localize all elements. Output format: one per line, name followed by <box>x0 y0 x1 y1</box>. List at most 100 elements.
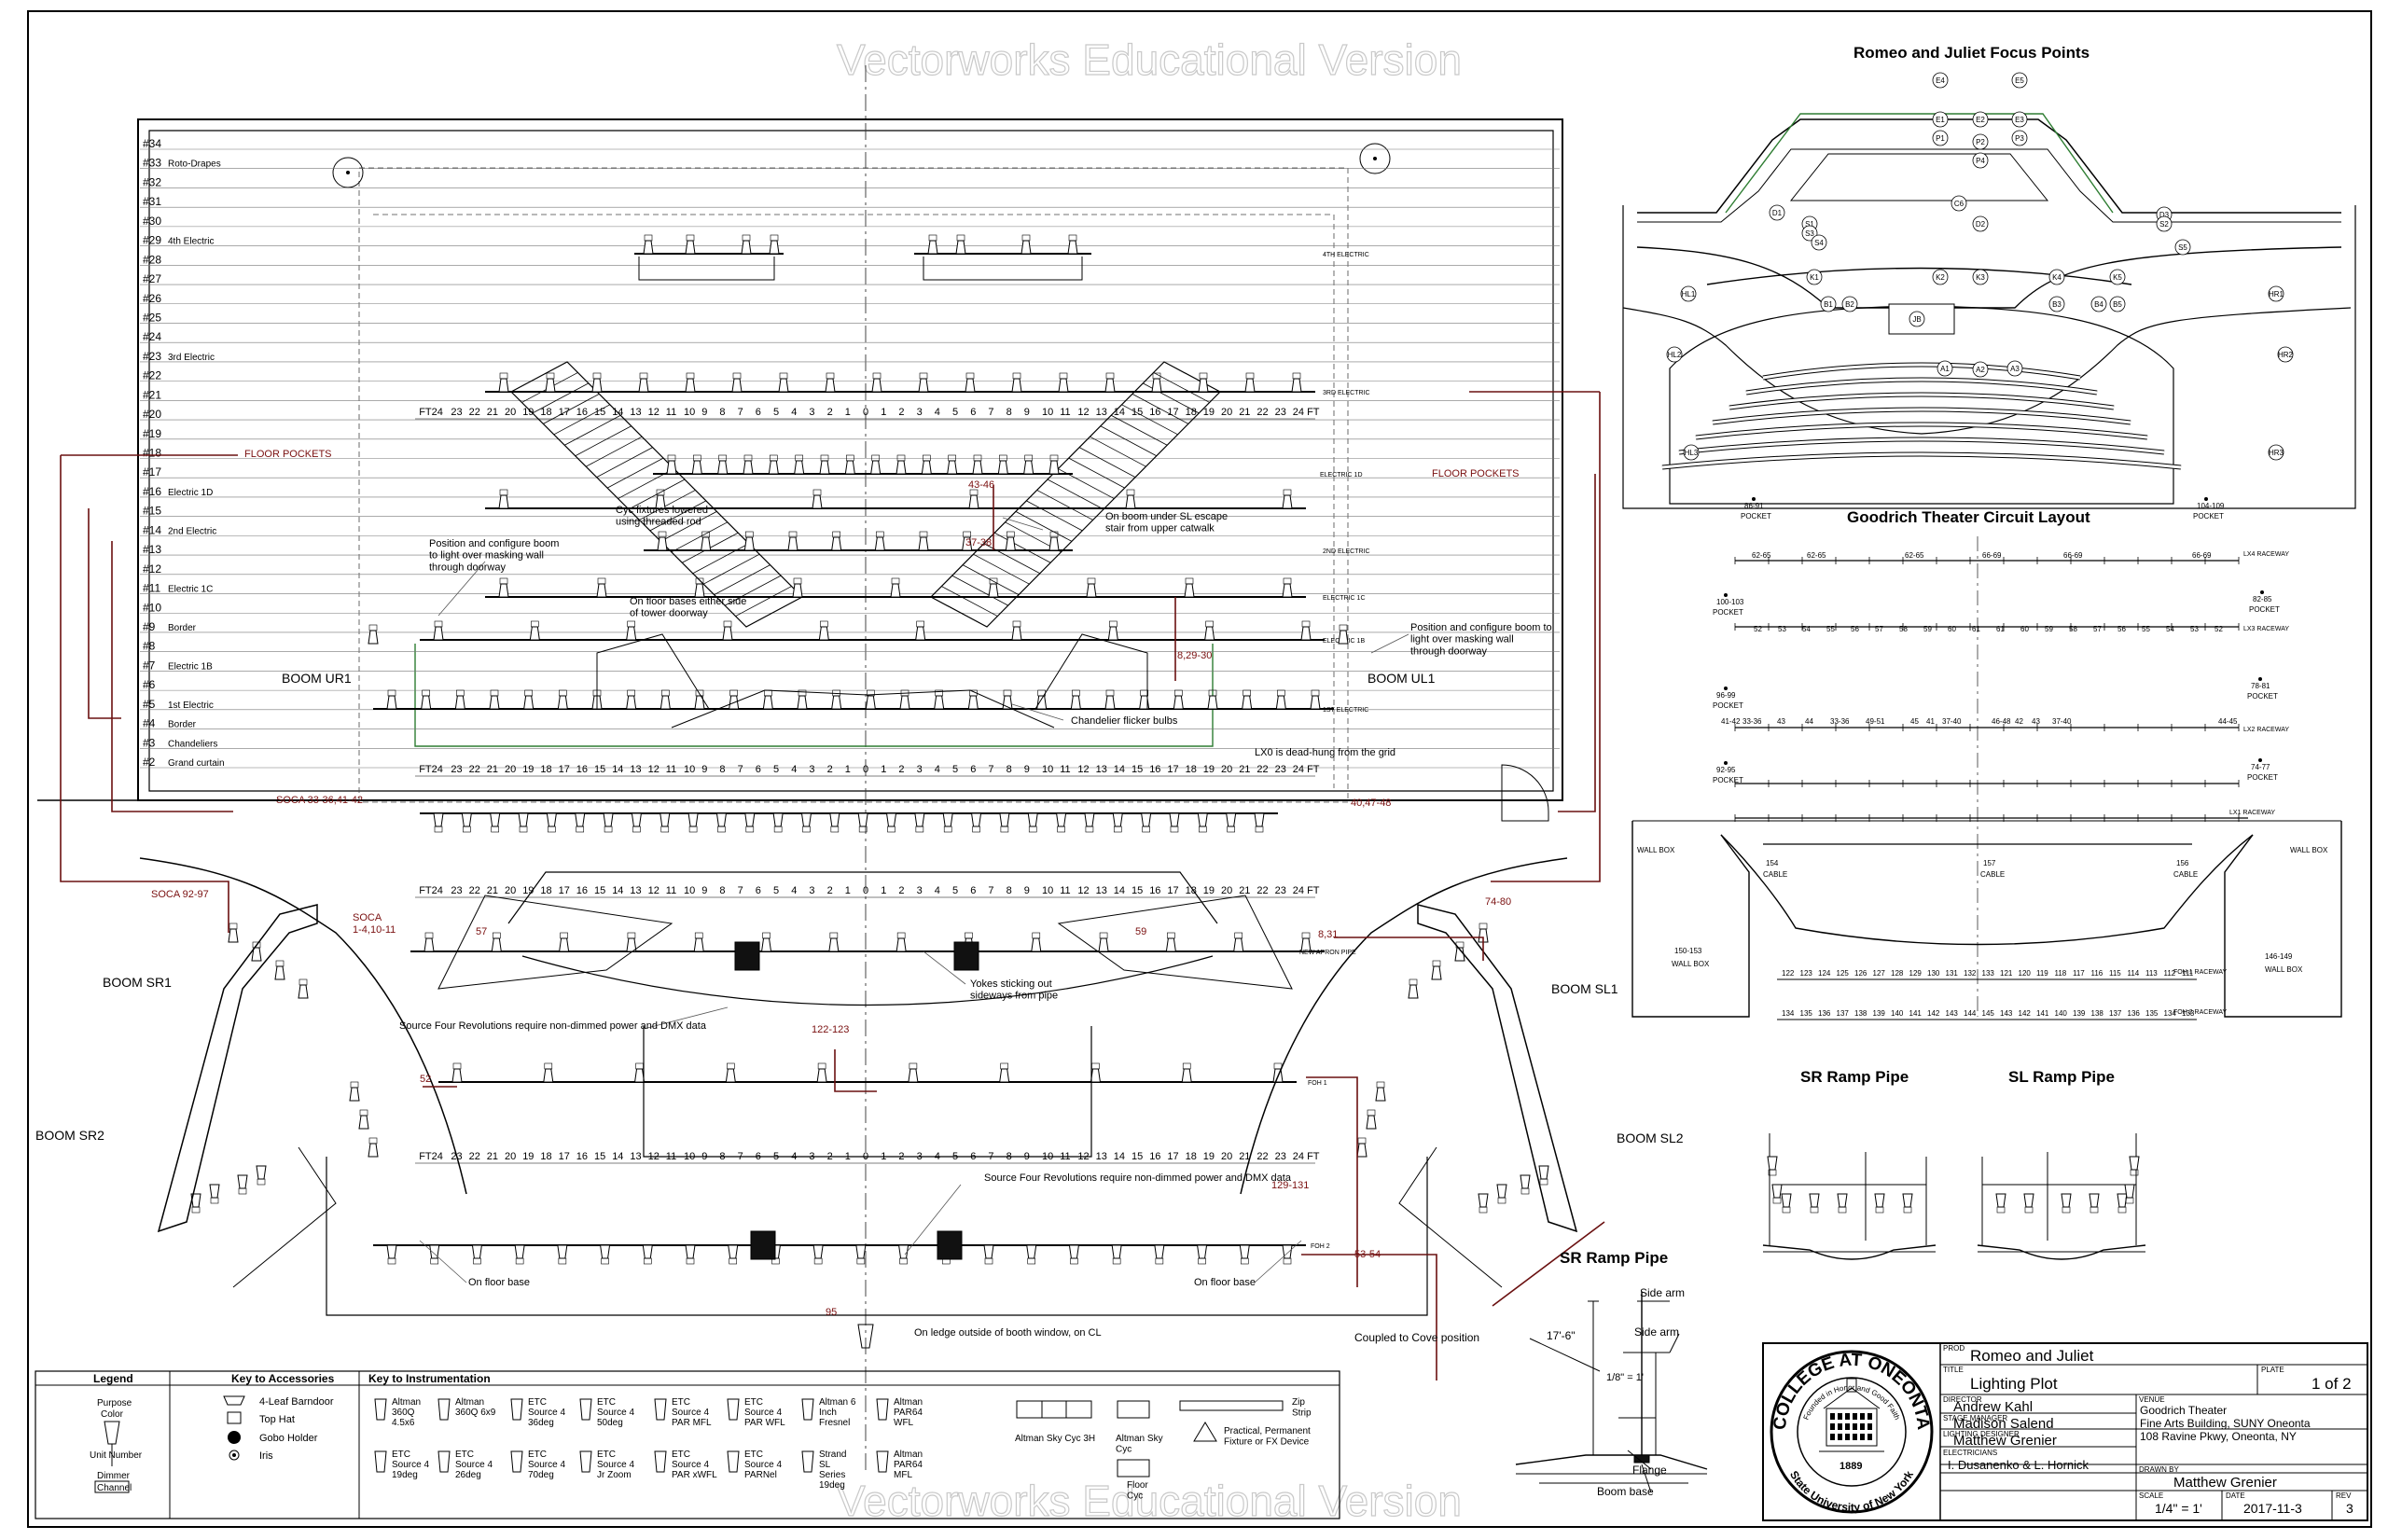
focus-point-label: E3 <box>2015 116 2024 124</box>
lighting-fixture <box>1086 577 1097 598</box>
foh1-circuit: 113 <box>2145 969 2158 978</box>
top-hat-icon <box>227 1411 242 1424</box>
ft-scale-label: 23 <box>451 885 462 896</box>
ft-scale-label: 22 <box>469 407 480 418</box>
lighting-fixture <box>1454 941 1465 962</box>
lighting-fixture <box>2061 1193 2072 1214</box>
lighting-fixture <box>228 923 239 943</box>
lighting-fixture <box>349 1081 360 1102</box>
ft-scale-label: 22 <box>469 764 480 775</box>
ref-53-54: 53-54 <box>1354 1249 1381 1260</box>
lighting-fixture <box>1478 923 1489 943</box>
accessories-list: 4-Leaf Barndoor Top Hat Gobo Holder Iris <box>223 1395 334 1462</box>
lighting-fixture <box>631 812 642 833</box>
ft-scale-label: 3 <box>809 407 814 418</box>
focus-point-marker <box>1683 444 1700 461</box>
focus-point-marker <box>2174 239 2191 256</box>
foh2-circuit: 136 <box>2128 1009 2141 1018</box>
lighting-fixture <box>693 932 704 952</box>
foh2-circuit: 141 <box>2036 1009 2049 1018</box>
foh2-circuit: 143 <box>1946 1009 1959 1018</box>
lighting-fixture <box>844 454 855 475</box>
foh1-circuit: 122 <box>1782 969 1795 978</box>
ft-scale-label: 20 <box>505 885 516 896</box>
lighting-fixture <box>857 812 868 833</box>
lighting-fixture <box>451 1062 463 1083</box>
lighting-fixture <box>921 454 932 475</box>
note-revolutions-top: Source Four Revolutions require non-dimm… <box>399 1020 707 1032</box>
lx4-circuit: 62-65 <box>1905 551 1924 560</box>
lighting-fixture <box>874 531 885 551</box>
lighting-fixture <box>831 531 842 551</box>
ref-74-80: 74-80 <box>1485 896 1511 908</box>
ft-scale-label: 2 <box>898 407 904 418</box>
foh2-circuit: 137 <box>1837 1009 1850 1018</box>
lineset-number: #13 <box>143 543 161 556</box>
lighting-fixture <box>1356 1137 1368 1158</box>
lighting-fixture <box>908 1062 919 1083</box>
lighting-fixture <box>1067 234 1078 255</box>
wall-box-number: 146-149 <box>2265 952 2293 961</box>
lighting-fixture <box>1300 932 1312 952</box>
ft-scale-label: 4 <box>791 764 797 775</box>
lighting-fixture <box>1995 1193 2006 1214</box>
lighting-fixture <box>256 1165 267 1186</box>
cyc-sky-3h-label: Altman Sky Cyc 3H <box>1015 1434 1095 1444</box>
house-left-wall-curve <box>139 857 467 1195</box>
lighting-fixture <box>1196 1244 1208 1265</box>
pocket-label: POCKET <box>2193 512 2224 520</box>
ft-scale-label: 16 <box>1149 885 1160 896</box>
lighting-fixture <box>2089 1193 2100 1214</box>
focus-point-marker <box>2011 72 2028 89</box>
ft-scale-label: 12 <box>648 407 659 418</box>
foh1-circuit: 123 <box>1800 969 1813 978</box>
note-booth-ledge: On ledge outside of booth window, on CL <box>914 1327 1102 1339</box>
lineset-number: #16 <box>143 485 161 498</box>
ft-scale-label: 17 <box>1167 885 1178 896</box>
ft-scale-label: 14 <box>1114 407 1125 418</box>
corner-circle-left-dot <box>346 171 350 174</box>
ft-scale-label: 18 <box>540 885 551 896</box>
lighting-fixture <box>666 454 677 475</box>
lineset-number: #22 <box>143 369 161 382</box>
ft-scale-label: 7 <box>988 407 993 418</box>
ft-scale-label: 19 <box>1203 764 1215 775</box>
foh2-circuit: 140 <box>1891 1009 1904 1018</box>
sr-ramp-detail-title: SR Ramp Pipe <box>1560 1249 1668 1267</box>
lx2-circuit: 33-36 <box>1742 717 1762 726</box>
leader-position-left <box>437 561 486 617</box>
watermark-bottom: Vectorworks Educational Version <box>837 1477 1462 1525</box>
ft-scale-label: 23 <box>1275 764 1286 775</box>
lighting-fixture <box>1111 1244 1122 1265</box>
ft-scale-label: 20 <box>505 1151 516 1162</box>
ft-scale-label: 6 <box>970 764 976 775</box>
ft-scale-label: 0 <box>863 885 868 896</box>
lighting-fixture <box>918 531 929 551</box>
ft-scale-label: 10 <box>1042 764 1053 775</box>
lighting-fixture <box>190 1193 201 1214</box>
accessory-barndoor: 4-Leaf Barndoor <box>259 1396 334 1408</box>
ft-scale-label: FT24 <box>419 1151 443 1162</box>
focus-point-marker <box>2277 346 2294 363</box>
lighting-fixture <box>1048 531 1060 551</box>
lineset-number: #15 <box>143 505 161 518</box>
lighting-fixture <box>1771 1184 1783 1204</box>
stage-house-wall <box>137 118 1563 801</box>
leader-revolutions-top <box>643 1006 729 1030</box>
focus-point-label: D2 <box>1976 220 1986 229</box>
focus-point-label: E4 <box>1936 76 1945 85</box>
note-revolutions-bottom: Source Four Revolutions require non-dimm… <box>984 1172 1292 1184</box>
focus-point-label: HR2 <box>2278 351 2294 359</box>
focus-point-marker <box>1769 204 1785 221</box>
lighting-fixture <box>997 454 1008 475</box>
seal-year: 1889 <box>1840 1461 1862 1472</box>
ft-scale-label: FT24 <box>419 764 443 775</box>
ft-scale-label: 4 <box>935 885 940 896</box>
